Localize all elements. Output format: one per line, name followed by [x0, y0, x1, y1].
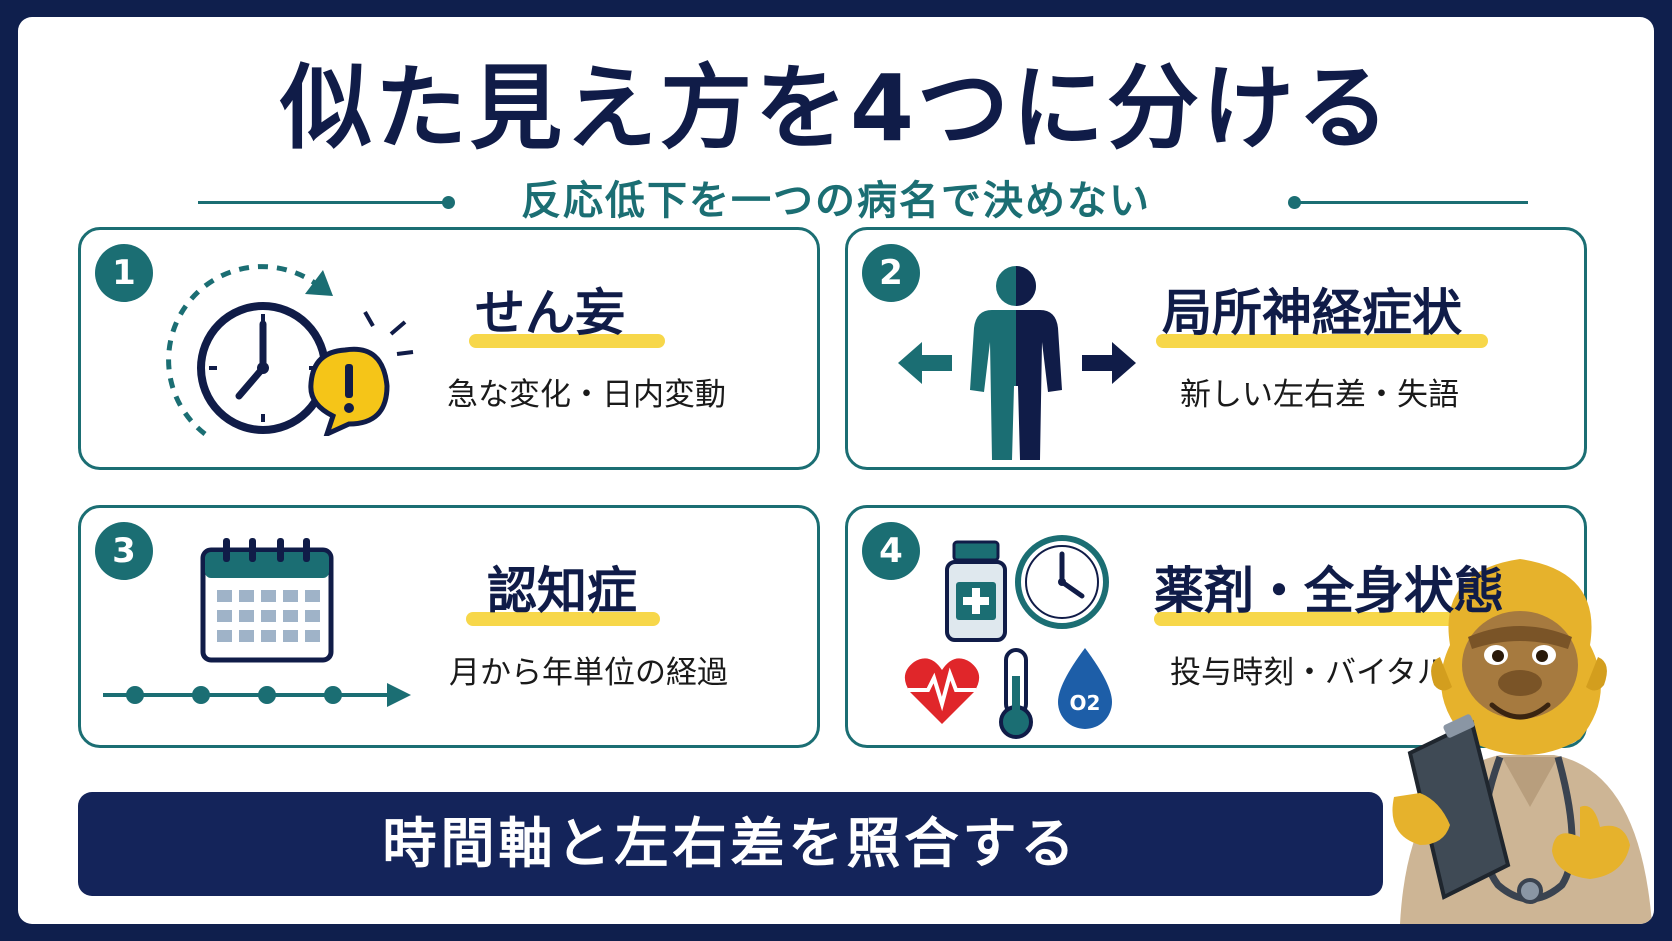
card-delirium: 1 せん妄 急な変化・日内変動 [78, 227, 820, 470]
card-heading: 薬剤・全身状態 [1154, 562, 1504, 620]
heart-pulse-icon [904, 658, 980, 724]
card-number-badge: 3 [95, 522, 153, 580]
subtitle: 反応低下を一つの病名で決めない [521, 178, 1151, 224]
heading-highlight [466, 612, 660, 626]
timeline-arrow-icon [103, 683, 411, 707]
card-description: 急な変化・日内変動 [447, 377, 726, 413]
clock-icon [166, 264, 333, 436]
card-number-badge: 1 [95, 244, 153, 302]
subtitle-dot-right [1288, 196, 1301, 209]
page-title: 似た見え方を4つに分ける [279, 55, 1392, 162]
card-description: 投与時刻・バイタル [1170, 655, 1448, 691]
card-number-badge: 2 [862, 244, 920, 302]
alert-speech-icon [308, 311, 414, 436]
subtitle-line-right [1298, 201, 1528, 204]
subtitle-line-left [198, 201, 448, 204]
card-dementia: 3 認知症 月から年単位の経過 [78, 505, 820, 748]
subtitle-dot-left [442, 196, 455, 209]
oxygen-label: O2 [1070, 691, 1101, 715]
heading-highlight [1156, 334, 1488, 348]
thermometer-icon [999, 648, 1033, 739]
card-drugs-systemic: 4 O2 薬剤・全身状態 投与時刻・バ [845, 505, 1587, 748]
heading-highlight [469, 334, 665, 348]
subtitle-row: 反応低下を一つの病名で決めない [18, 175, 1654, 225]
footer-banner: 時間軸と左右差を照合する [78, 792, 1383, 896]
clock-icon [1015, 535, 1109, 629]
calendar-icon [200, 538, 334, 663]
card-number-badge: 4 [862, 522, 920, 580]
oxygen-drop-icon: O2 [1058, 648, 1112, 729]
arrow-left-icon [898, 342, 952, 384]
human-figure-icon [970, 266, 1062, 460]
heading-highlight [1154, 612, 1466, 626]
card-description: 新しい左右差・失語 [1180, 377, 1459, 413]
medicine-bottle-icon [945, 540, 1007, 642]
card-description: 月から年単位の経過 [449, 655, 728, 691]
card-focal-neuro: 2 局所神経症状 新しい左右差・失語 [845, 227, 1587, 470]
card-heading: 認知症 [487, 562, 637, 620]
gorilla-doctor-mascot [1392, 559, 1652, 924]
arrow-right-icon [1082, 342, 1136, 384]
infographic-frame: 似た見え方を4つに分ける 反応低下を一つの病名で決めない 1 [18, 17, 1654, 924]
card-heading: せん妄 [475, 284, 625, 342]
card-heading: 局所神経症状 [1162, 284, 1462, 342]
